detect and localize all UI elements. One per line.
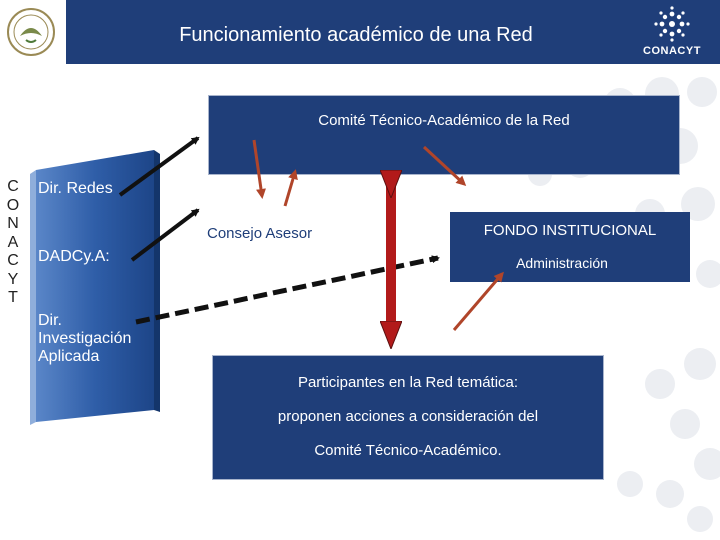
- vertical-letter: O: [6, 196, 20, 214]
- header-bar: [66, 0, 720, 64]
- arrow-participantes-to-fondo: [452, 271, 504, 331]
- sidebar-item-dir-redes: Dir. Redes: [38, 180, 113, 197]
- comite-tecnico-box: Comité Técnico-Académico de la Red: [208, 95, 680, 175]
- arrow-dadcya-to-participantes: [130, 208, 200, 262]
- participantes-line-3: Comité Técnico-Académico.: [314, 442, 502, 459]
- arrow-comite-to-fondo: [422, 145, 467, 187]
- arrow-redes-to-comite: [118, 136, 200, 197]
- comite-tecnico-label: Comité Técnico-Académico de la Red: [318, 112, 570, 129]
- vertical-letter: A: [7, 233, 19, 251]
- directorates-panel: [30, 150, 160, 425]
- mexico-seal-icon: [7, 8, 55, 56]
- consejo-asesor-label: Consejo Asesor: [207, 225, 313, 242]
- conacyt-logo-icon: [654, 6, 690, 42]
- vertical-letter: C: [7, 252, 19, 269]
- arrow-consejo-to-comite: [283, 169, 298, 207]
- participantes-line-2: proponen acciones a consideración del: [277, 408, 539, 425]
- header: Funcionamiento académico de una Red CONA…: [0, 0, 720, 64]
- fondo-subtitle: Administración: [516, 255, 608, 271]
- vertical-letter: N: [7, 215, 19, 232]
- arrow-investigacion-to-administracion: [135, 255, 440, 325]
- sidebar-item-dir-investigacion: Dir. Investigación Aplicada: [38, 312, 132, 365]
- vertical-letter: C: [7, 178, 19, 195]
- sidebar-item-dadcya: DADCy.A:: [38, 248, 110, 265]
- fondo-institucional-box: FONDO INSTITUCIONAL Administración: [450, 212, 690, 282]
- participantes-line-1: Participantes en la Red temática:: [297, 374, 519, 391]
- arrow-comite-to-consejo: [252, 139, 266, 199]
- page-title: Funcionamiento académico de una Red: [179, 24, 533, 46]
- conacyt-logo-text: CONACYT: [643, 45, 701, 57]
- participantes-box: Participantes en la Red temática: propon…: [212, 355, 604, 480]
- fondo-title: FONDO INSTITUCIONAL: [483, 222, 657, 239]
- vertical-organization-label: C O N A C Y T: [2, 178, 24, 308]
- vertical-letter: T: [8, 289, 18, 306]
- vertical-letter: Y: [7, 270, 19, 288]
